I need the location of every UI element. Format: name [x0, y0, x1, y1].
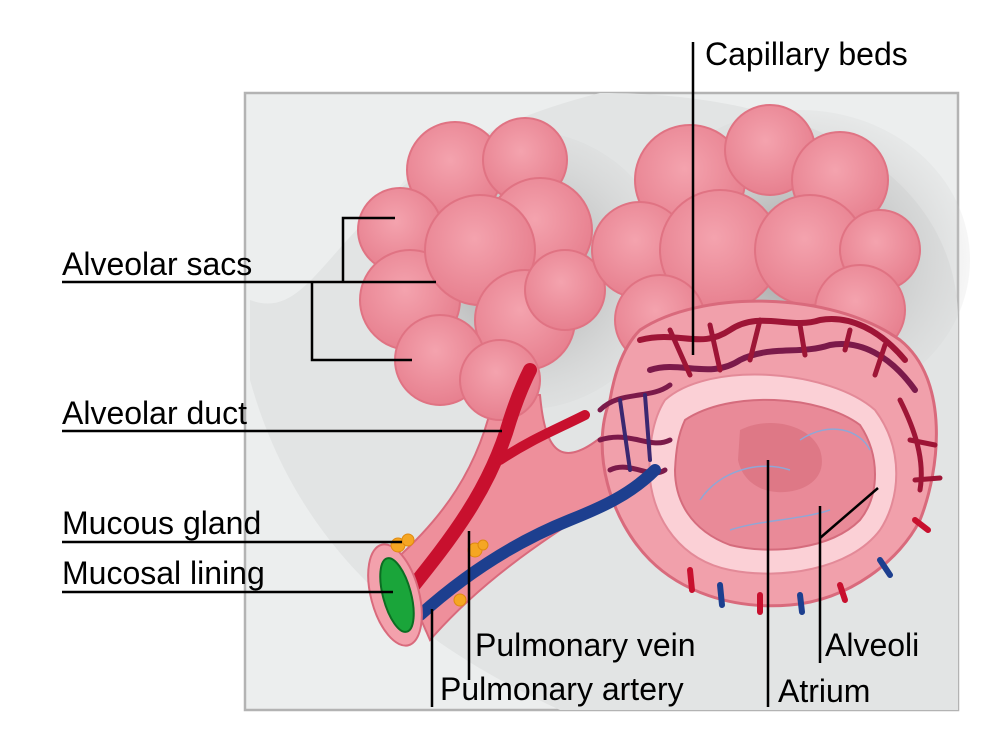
label-capillary-beds: Capillary beds: [705, 36, 908, 72]
pulmonary-vein-vessel: [403, 363, 537, 597]
label-atrium: Atrium: [778, 673, 870, 709]
leader-lines: [62, 42, 879, 707]
label-alveolar-duct: Alveolar duct: [62, 395, 247, 431]
label-alveoli: Alveoli: [825, 627, 919, 663]
mucosal-lining-ring: [379, 557, 415, 633]
left-alveolar-sacs: [357, 117, 606, 421]
capillary-network: [597, 316, 943, 493]
label-pulmonary-vein: Pulmonary vein: [475, 627, 696, 663]
right-alveolar-sacs: [591, 104, 921, 366]
pulmonary-artery-vessel: [414, 464, 661, 621]
label-mucous-gland: Mucous gland: [62, 505, 261, 541]
label-pulmonary-artery: Pulmonary artery: [440, 671, 684, 707]
label-alveolar-sacs: Alveolar sacs: [62, 246, 252, 282]
label-mucosal-lining: Mucosal lining: [62, 555, 265, 591]
vessel-stubs: [687, 517, 931, 615]
pulmonary-vein-branch: [495, 410, 590, 465]
